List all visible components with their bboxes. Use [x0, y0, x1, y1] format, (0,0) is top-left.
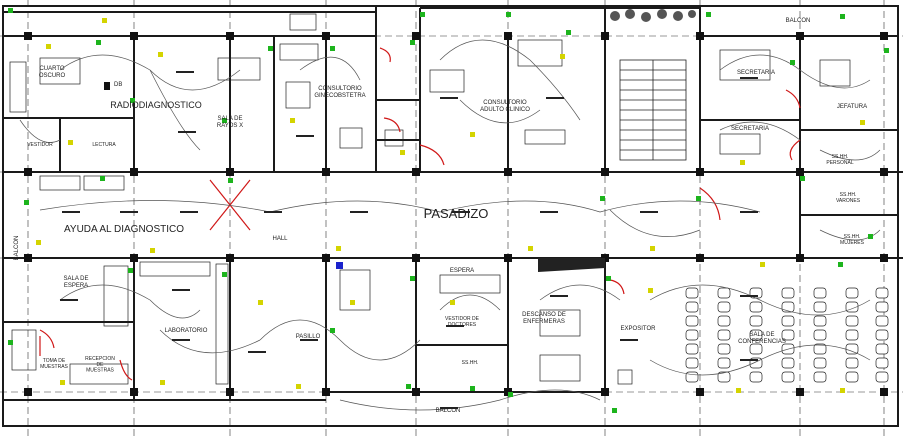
switches	[8, 8, 889, 413]
light-fixtures	[60, 71, 758, 409]
furniture	[9, 13, 851, 385]
wiring-circuits	[19, 39, 881, 411]
room-label-db: DB	[114, 82, 122, 88]
room-label-radiodiagnostico: RADIODIAGNOSTICO	[110, 100, 202, 110]
room-label-ss-hh-personal: SS.HH.PERSONAL	[826, 154, 853, 166]
planter	[610, 9, 696, 22]
room-label-secretaria-1: SECRETARIA	[737, 70, 775, 76]
room-label-pasadizo: PASADIZO	[424, 206, 489, 221]
ramp-hatch	[538, 258, 605, 272]
room-label-balcon-bottom: BALCON	[436, 408, 461, 414]
outlets	[36, 18, 865, 393]
room-label-espera: ESPERA	[450, 268, 474, 274]
room-label-lectura: LECTURA	[92, 142, 116, 148]
room-label-secretaria-2: SECRETARIA	[731, 126, 769, 132]
room-label-hall: HALL	[272, 236, 288, 242]
room-label-ss-hh-mujeres: SS.HH.MUJERES	[840, 234, 865, 246]
structural-columns	[24, 32, 888, 396]
auditorium-seating	[685, 287, 889, 383]
room-label-ayuda-diagnostico: AYUDA AL DIAGNOSTICO	[64, 224, 184, 235]
panel-db	[104, 82, 343, 269]
room-label-expositor: EXPOSITOR	[621, 326, 657, 332]
room-label-ss-hh-varones: SS.HH.VARONES	[836, 192, 861, 204]
room-label-vestidor: VESTIDOR	[27, 142, 53, 148]
room-label-jefatura: JEFATURA	[837, 104, 867, 110]
room-label-balcon-left: BALCON	[14, 236, 20, 261]
room-label-pasillo: PASILLO	[296, 334, 321, 340]
staircase	[619, 59, 687, 161]
walls	[2, 5, 903, 427]
room-label-laboratorio: LABORATORIO	[165, 328, 208, 334]
room-label-ss-hh: SS.HH.	[462, 360, 479, 366]
doors	[39, 47, 801, 381]
room-label-balcon-top: BALCON	[786, 18, 811, 24]
